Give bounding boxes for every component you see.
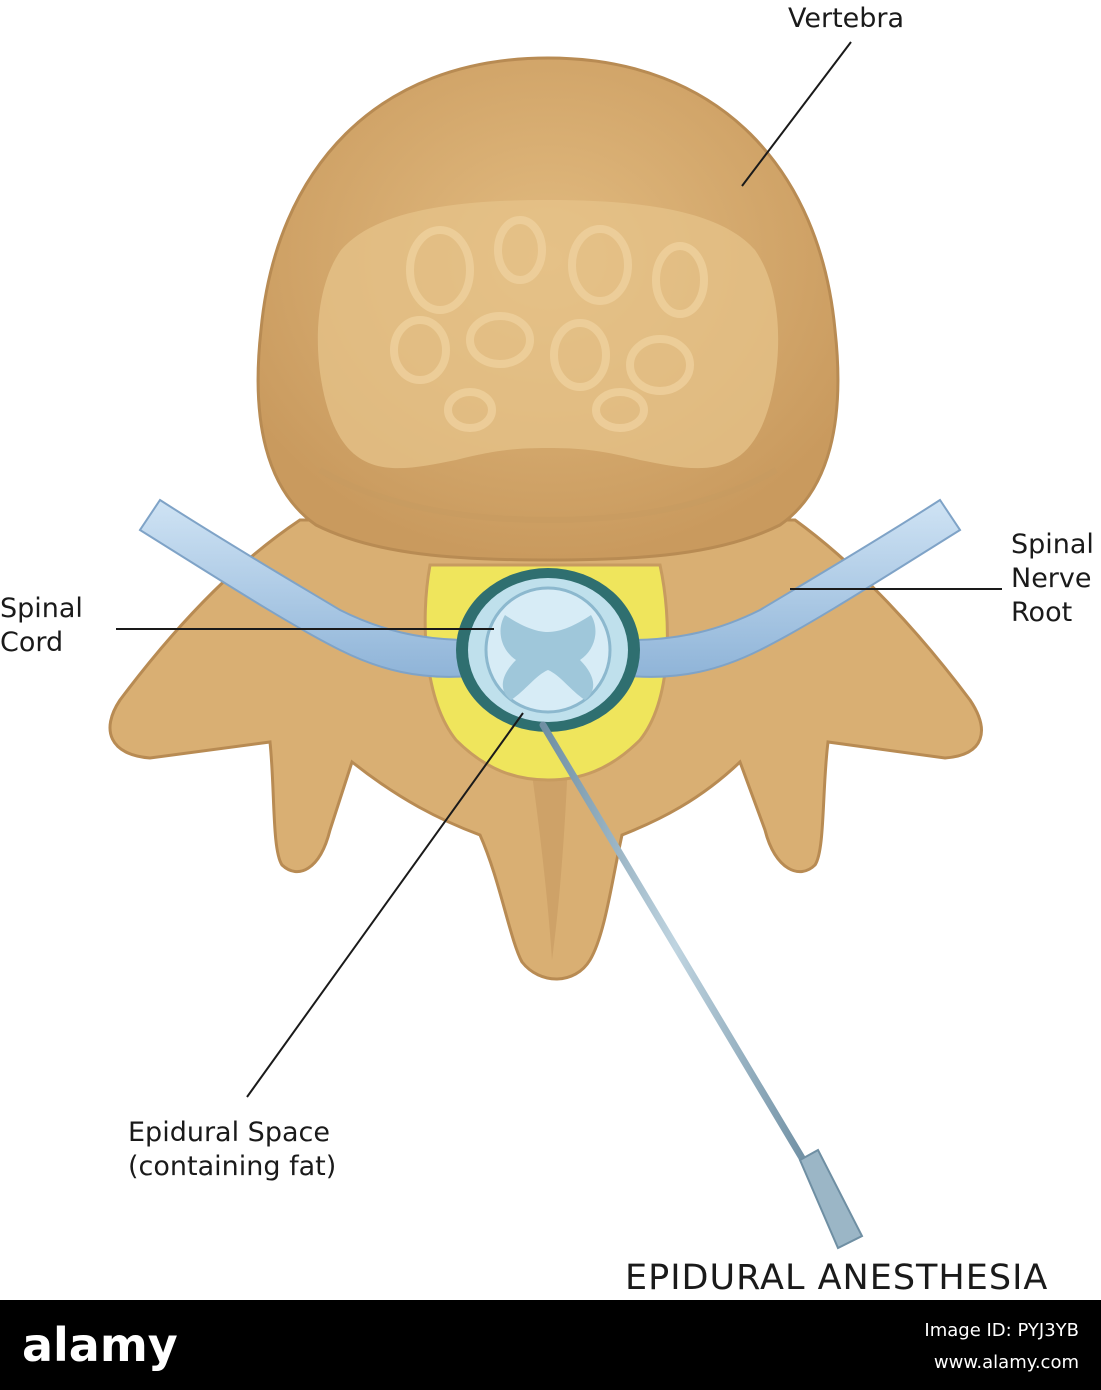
trabecular-texture — [390, 216, 708, 432]
stock-url: www.alamy.com — [933, 1352, 1079, 1373]
label-spinal-cord: Spinal Cord — [0, 593, 83, 658]
diagram-title: EPIDURAL ANESTHESIA — [625, 1258, 1049, 1298]
stock-watermark-bar — [0, 1300, 1101, 1390]
vertebral-body-inner — [317, 200, 779, 469]
vertebral-body-rim — [318, 467, 778, 524]
epidural-needle-hub — [798, 1148, 864, 1250]
leader-lines — [116, 41, 1002, 1098]
label-spinal-nerve-root: Spinal Nerve Root — [1011, 529, 1094, 628]
stock-logo: alamy — [22, 1318, 178, 1372]
label-vertebra: Vertebra — [788, 3, 905, 34]
epidural-needle-shaft — [539, 721, 812, 1172]
label-epidural-space: Epidural Space (containing fat) — [128, 1117, 337, 1182]
spinous-process-shading — [530, 760, 568, 960]
epidural-anatomy-diagram — [108, 41, 1002, 1250]
leader-line-vertebra — [741, 41, 852, 187]
stock-image-id: Image ID: PYJ3YB — [924, 1320, 1079, 1341]
grey-matter — [500, 615, 596, 700]
leader-line-epidural-space — [246, 712, 524, 1098]
